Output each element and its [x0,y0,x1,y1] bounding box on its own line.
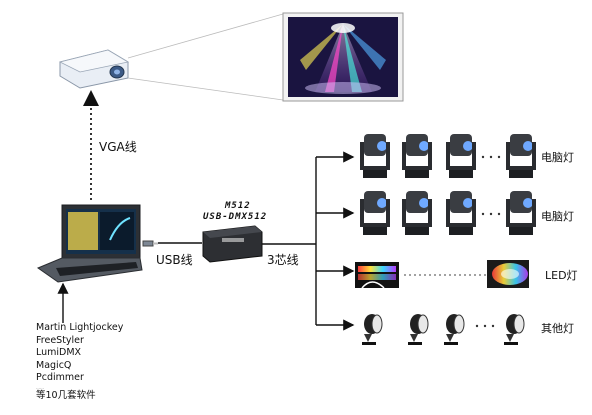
moving-head-row-1 [360,134,536,178]
ellipsis-dots [475,324,495,328]
par-can-light-icon [444,314,465,345]
software-item: MagicQ [36,359,72,371]
software-list: Martin Lightjockey FreeStyler LumiDMX Ma… [36,322,156,402]
software-item: Martin Lightjockey [36,322,124,333]
row1-label: 电脑灯 [541,151,574,164]
ellipsis-dots [481,212,501,216]
cable-3core-label: 3芯线 [267,253,299,267]
row2-label: 电脑灯 [541,210,574,223]
laptop-icon [36,204,143,283]
led-bar-light-icon [355,262,399,289]
row3-label: LED灯 [545,269,578,282]
par-can-light-icon [408,314,429,345]
moving-head-light-icon [402,191,432,235]
par-can-light-icon [362,314,383,345]
software-footer: 等10几套软件 [36,389,96,401]
moving-head-light-icon [446,191,476,235]
ellipsis-dots [481,155,501,159]
row4-label: 其他灯 [541,322,574,335]
moving-head-row-2 [360,191,536,235]
par-can-light-icon [504,314,525,345]
projection-line-bottom [127,77,284,101]
led-row [355,260,529,289]
moving-head-light-icon [402,134,432,178]
usb-label: USB线 [156,253,193,267]
software-item: LumiDMX [36,347,82,358]
software-item: Pcdimmer [36,372,84,383]
vga-label: VGA线 [99,140,137,154]
software-ellipsis: …… [36,384,44,390]
projection-screen-image [282,12,404,102]
usb-plug-icon [142,240,158,247]
moving-head-light-icon [360,191,390,235]
projection-line-top [127,13,284,59]
software-item: FreeStyler [36,334,84,346]
led-bar-light-icon [487,260,529,288]
moving-head-light-icon [446,134,476,178]
usb-dmx-interface-icon [202,225,263,263]
device-type-label: USB-DMX512 [203,212,268,222]
projector-icon [58,49,130,89]
moving-head-light-icon [506,191,536,235]
moving-head-light-icon [506,134,536,178]
moving-head-light-icon [360,134,390,178]
device-model-label: M512 [225,201,251,211]
par-can-row [362,314,525,345]
